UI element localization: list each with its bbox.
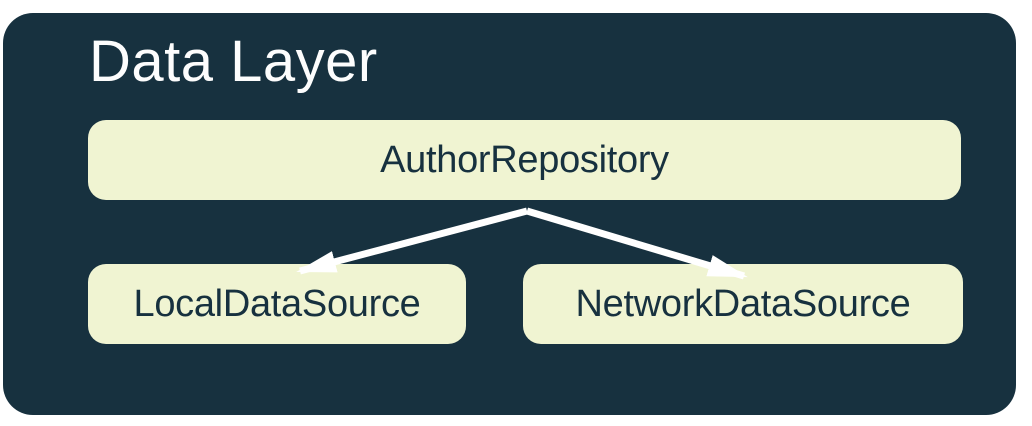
node-author-repository: AuthorRepository xyxy=(88,120,961,200)
node-local-data-source: LocalDataSource xyxy=(88,264,466,344)
group-title: Data Layer xyxy=(89,29,378,94)
node-network-data-source: NetworkDataSource xyxy=(523,264,963,344)
